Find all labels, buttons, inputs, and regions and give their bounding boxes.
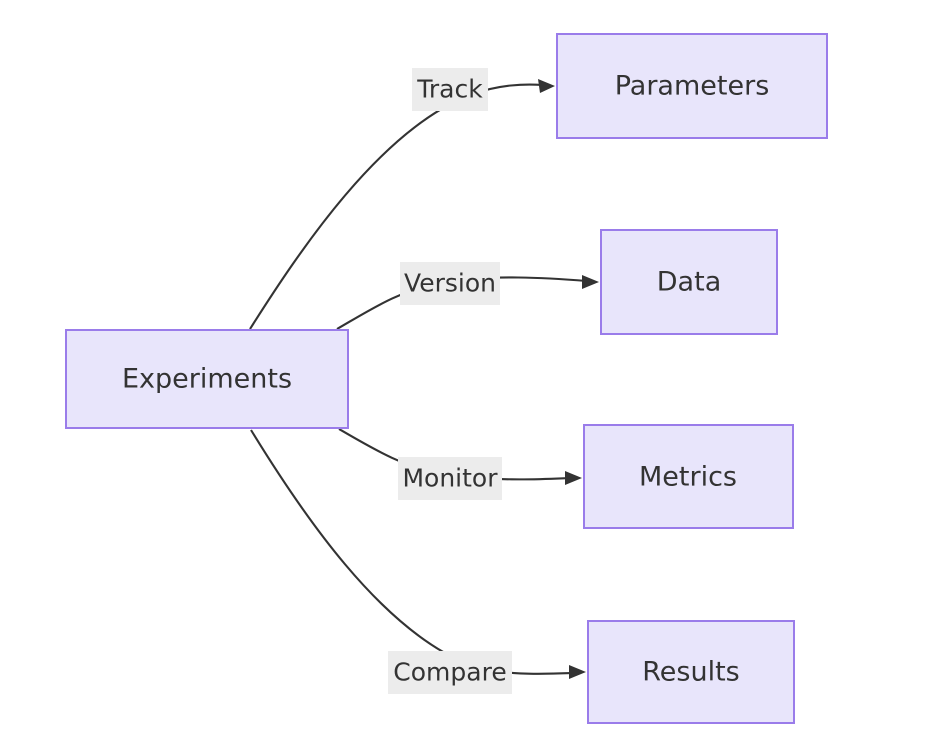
edge-label-layer: Track Version Monitor Compare — [388, 68, 512, 694]
edge-label-track-bg — [412, 68, 488, 111]
node-parameters-label: Parameters — [615, 71, 770, 102]
node-parameters[interactable]: Parameters — [556, 33, 828, 139]
arrowhead-compare — [569, 665, 586, 679]
node-experiments-label: Experiments — [122, 364, 292, 395]
edge-label-track-text: Track — [416, 75, 483, 104]
node-data-label: Data — [657, 267, 721, 298]
node-metrics-label: Metrics — [639, 462, 737, 493]
edge-label-monitor-text: Monitor — [402, 464, 498, 493]
node-data[interactable]: Data — [600, 229, 778, 335]
edge-label-monitor-bg — [398, 457, 502, 500]
node-parameters-rect — [556, 33, 828, 139]
node-results-label: Results — [642, 657, 740, 688]
node-experiments-rect — [65, 329, 349, 429]
edge-label-version: Version — [400, 262, 500, 305]
arrowhead-version — [582, 275, 599, 289]
node-experiments[interactable]: Experiments — [65, 329, 349, 429]
edge-label-compare-text: Compare — [393, 658, 506, 687]
edge-label-version-text: Version — [404, 269, 496, 298]
edge-experiments-parameters[interactable] — [249, 79, 555, 330]
edge-label-track: Track — [412, 68, 488, 111]
edge-label-version-bg — [400, 262, 500, 305]
edge-experiments-results[interactable] — [250, 429, 586, 679]
edge-path-compare — [250, 429, 575, 675]
node-metrics[interactable]: Metrics — [583, 424, 794, 529]
node-data-rect — [600, 229, 778, 335]
node-layer: Experiments Parameters Data Metrics Resu… — [65, 33, 828, 724]
arrowhead-track — [538, 79, 555, 93]
edge-label-compare-bg — [388, 651, 512, 694]
node-results[interactable]: Results — [587, 620, 795, 724]
node-results-rect — [587, 620, 795, 724]
edge-path-track — [249, 83, 544, 330]
node-metrics-rect — [583, 424, 794, 529]
edge-label-compare: Compare — [388, 651, 512, 694]
arrowhead-monitor — [565, 471, 582, 485]
edge-label-monitor: Monitor — [398, 457, 502, 500]
